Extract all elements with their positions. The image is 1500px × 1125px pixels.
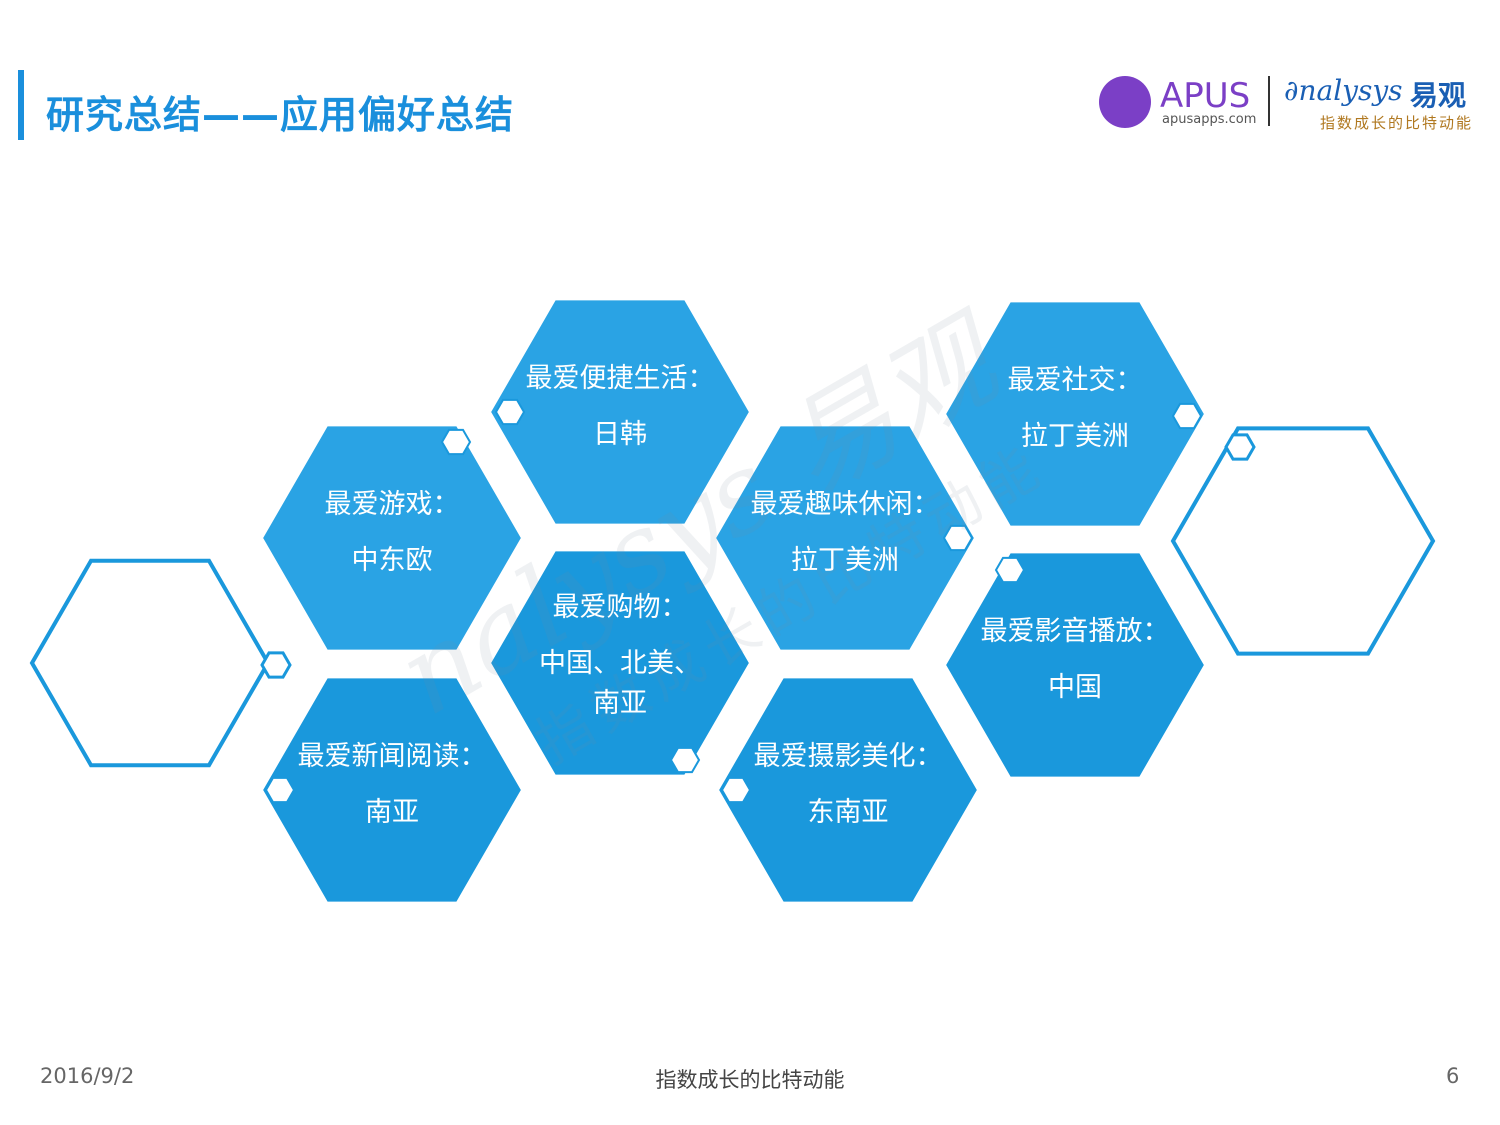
hex-leisure-badge-icon — [942, 524, 974, 552]
apus-logo-url: apusapps.com — [1162, 112, 1257, 127]
hex-news-label: 最爱新闻阅读： 南亚 — [262, 740, 522, 830]
hex-social — [943, 300, 1207, 528]
hex-leisure-region: 拉丁美洲 — [791, 544, 899, 576]
hex-shopping-label: 最爱购物： 中国、北美、南亚 — [490, 591, 750, 720]
hex-shopping-region-cont: 南亚 — [593, 687, 647, 719]
hex-games-region: 中东欧 — [351, 544, 433, 576]
hex-shopping-region: 中国、北美、 — [539, 647, 701, 679]
hex-news-badge-icon — [264, 776, 296, 804]
hex-convenience-badge-icon — [494, 398, 526, 426]
hex-news — [260, 676, 524, 904]
hex-photo-badge-icon — [720, 776, 752, 804]
hex-news-category: 最爱新闻阅读： — [297, 741, 487, 772]
hex-media-badge-icon — [994, 556, 1026, 584]
hex-convenience — [488, 298, 752, 526]
hex-shopping — [488, 549, 752, 777]
hex-shopping-category: 最爱购物： — [552, 592, 688, 623]
hex-social-label: 最爱社交： 拉丁美洲 — [945, 364, 1205, 454]
hex-leisure — [713, 424, 977, 652]
hex-outline-right-badge-icon — [1224, 433, 1256, 461]
analysys-logo-cn: 易观 — [1410, 79, 1467, 112]
hex-convenience-label: 最爱便捷生活： 日韩 — [490, 362, 750, 452]
hex-games — [260, 424, 524, 652]
analysys-logo-word: nalysys — [1298, 74, 1403, 107]
analysys-logo-text: ∂nalysys — [1284, 74, 1403, 107]
hex-outline-left-badge-icon — [260, 651, 292, 679]
analysys-logo-a-icon: ∂ — [1284, 74, 1299, 107]
hex-convenience-category: 最爱便捷生活： — [525, 363, 715, 394]
apus-logo-text: APUS — [1160, 76, 1251, 116]
hex-media-region: 中国 — [1048, 671, 1102, 703]
hex-convenience-region: 日韩 — [593, 418, 647, 450]
hex-photo-category: 最爱摄影美化： — [753, 741, 943, 772]
footer-slogan: 指数成长的比特动能 — [655, 1068, 845, 1092]
hex-social-category: 最爱社交： — [1007, 365, 1143, 396]
hex-leisure-label: 最爱趣味休闲： 拉丁美洲 — [715, 488, 975, 578]
footer-date: 2016/9/2 — [40, 1064, 135, 1088]
hex-outline-right — [1170, 426, 1436, 656]
title-accent-bar — [18, 70, 24, 140]
apus-logo-icon — [1099, 76, 1151, 128]
hex-photo — [716, 676, 980, 904]
hex-games-badge-icon — [440, 428, 472, 456]
hex-games-label: 最爱游戏： 中东欧 — [262, 488, 522, 578]
logo-divider — [1268, 76, 1270, 126]
hex-photo-label: 最爱摄影美化： 东南亚 — [718, 740, 978, 830]
hex-media-label: 最爱影音播放： 中国 — [945, 615, 1205, 705]
hex-photo-region: 东南亚 — [807, 796, 889, 828]
hex-leisure-category: 最爱趣味休闲： — [750, 489, 940, 520]
page-number: 6 — [1446, 1064, 1460, 1088]
hex-media-category: 最爱影音播放： — [980, 616, 1170, 647]
page-title: 研究总结——应用偏好总结 — [46, 93, 515, 137]
hex-media — [943, 551, 1207, 779]
hex-social-badge-icon — [1171, 402, 1203, 430]
hex-news-region: 南亚 — [365, 796, 419, 828]
hex-social-region: 拉丁美洲 — [1021, 420, 1129, 452]
analysys-logo-slogan: 指数成长的比特动能 — [1320, 114, 1474, 132]
hex-shopping-badge-icon — [669, 746, 701, 774]
hex-games-category: 最爱游戏： — [324, 489, 460, 520]
hex-outline-left — [29, 558, 271, 768]
